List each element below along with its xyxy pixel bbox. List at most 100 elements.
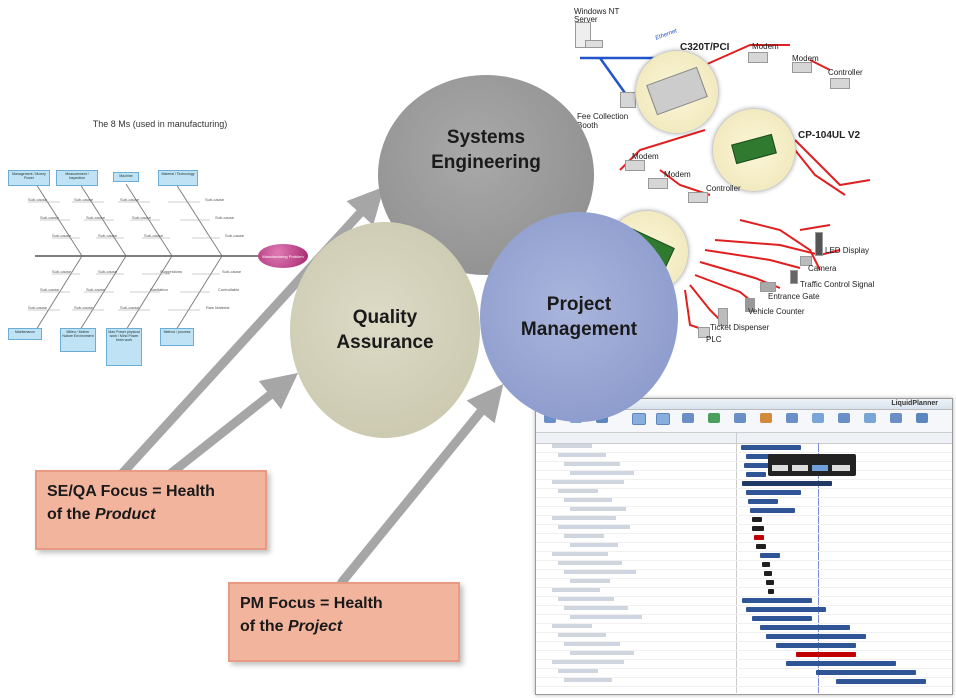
traffic-signal-label: Traffic Control Signal bbox=[800, 280, 875, 289]
gantt-bar[interactable] bbox=[750, 508, 795, 513]
ribbon-icon[interactable] bbox=[682, 413, 694, 423]
gantt-row[interactable] bbox=[536, 587, 952, 597]
gantt-row[interactable] bbox=[536, 470, 952, 480]
fishbone-cause: Sub-cause bbox=[120, 305, 140, 310]
fishbone-category-top-2: Measurement / Inspection bbox=[56, 170, 98, 186]
server-label-1: Windows NT bbox=[574, 7, 620, 16]
gantt-bar[interactable] bbox=[760, 553, 780, 558]
ribbon-icon[interactable] bbox=[632, 413, 646, 425]
gantt-row[interactable] bbox=[536, 551, 952, 561]
gantt-row-label bbox=[552, 660, 624, 664]
fishbone-cause: Sub-cause bbox=[86, 215, 106, 220]
ribbon-icon[interactable] bbox=[760, 413, 772, 423]
fishbone-category-bottom-1: Maintenance bbox=[8, 328, 42, 340]
gantt-row[interactable] bbox=[536, 677, 952, 687]
fishbone-cause: Sub-cause bbox=[225, 233, 245, 238]
gantt-bar[interactable] bbox=[742, 598, 812, 603]
gantt-row[interactable] bbox=[536, 452, 952, 462]
gantt-row[interactable] bbox=[536, 596, 952, 606]
ribbon-icon[interactable] bbox=[544, 413, 556, 423]
gantt-row[interactable] bbox=[536, 569, 952, 579]
ribbon-icon[interactable] bbox=[656, 413, 670, 425]
ribbon-icon[interactable] bbox=[708, 413, 720, 423]
gantt-bar[interactable] bbox=[746, 607, 826, 612]
gantt-row-label bbox=[558, 669, 598, 673]
gantt-row[interactable] bbox=[536, 623, 952, 633]
ribbon-icon[interactable] bbox=[786, 413, 798, 423]
gantt-row[interactable] bbox=[536, 668, 952, 678]
gantt-titlebar bbox=[536, 399, 952, 410]
gantt-bar[interactable] bbox=[746, 454, 786, 459]
gantt-row[interactable] bbox=[536, 515, 952, 525]
gantt-row[interactable] bbox=[536, 578, 952, 588]
gantt-row[interactable] bbox=[536, 506, 952, 516]
fishbone-cause: Sub-cause bbox=[40, 215, 60, 220]
ribbon-icon[interactable] bbox=[838, 413, 850, 423]
fishbone-cause: Sanitation bbox=[150, 287, 168, 292]
gantt-divider bbox=[736, 433, 737, 693]
gantt-bar[interactable] bbox=[760, 625, 850, 630]
gantt-bar[interactable] bbox=[776, 643, 856, 648]
entrance-gate-label: Entrance Gate bbox=[768, 292, 820, 301]
se-line-1: Systems bbox=[446, 127, 526, 148]
gantt-row[interactable] bbox=[536, 479, 952, 489]
gantt-row-label bbox=[564, 642, 620, 646]
gantt-row-label bbox=[558, 453, 606, 457]
gantt-row[interactable] bbox=[536, 605, 952, 615]
vehicle-counter-icon bbox=[745, 298, 755, 312]
gantt-bar[interactable] bbox=[762, 562, 770, 567]
gantt-zoom-popup[interactable] bbox=[768, 454, 856, 476]
gantt-bar[interactable] bbox=[796, 652, 856, 657]
gantt-bar[interactable] bbox=[766, 580, 774, 585]
gantt-rows bbox=[536, 443, 952, 693]
se-qa-focus-prefix: of the bbox=[47, 506, 95, 523]
gantt-bar[interactable] bbox=[748, 499, 778, 504]
gantt-bar[interactable] bbox=[786, 661, 896, 666]
gantt-bar[interactable] bbox=[742, 481, 832, 486]
fishbone-cause: Raw Material bbox=[206, 305, 230, 310]
arrow-to-qa bbox=[160, 372, 299, 483]
ribbon-icon[interactable] bbox=[864, 413, 876, 423]
gantt-bar[interactable] bbox=[752, 526, 764, 531]
gantt-bar[interactable] bbox=[836, 679, 926, 684]
ribbon-icon[interactable] bbox=[916, 413, 928, 423]
qa-line-1: Quality bbox=[352, 307, 418, 328]
ribbon-icon[interactable] bbox=[812, 413, 824, 423]
project-management-circle: Project Management bbox=[480, 212, 678, 422]
gantt-row[interactable] bbox=[536, 461, 952, 471]
modem-label: Modem bbox=[632, 152, 659, 161]
gantt-bar[interactable] bbox=[754, 535, 764, 540]
gantt-bar[interactable] bbox=[744, 463, 774, 468]
gantt-bar[interactable] bbox=[746, 472, 766, 477]
ribbon-icon[interactable] bbox=[890, 413, 902, 423]
gantt-row[interactable] bbox=[536, 632, 952, 642]
gantt-row[interactable] bbox=[536, 497, 952, 507]
gantt-row-label bbox=[570, 651, 634, 655]
gantt-bar[interactable] bbox=[752, 616, 812, 621]
gantt-bar[interactable] bbox=[752, 517, 762, 522]
gantt-row-label bbox=[558, 633, 606, 637]
gantt-row[interactable] bbox=[536, 488, 952, 498]
gantt-row[interactable] bbox=[536, 560, 952, 570]
gantt-bar[interactable] bbox=[741, 445, 801, 450]
fishbone-cause: Sub-cause bbox=[52, 233, 72, 238]
gantt-row[interactable] bbox=[536, 524, 952, 534]
gantt-row[interactable] bbox=[536, 614, 952, 624]
gantt-column-header bbox=[536, 433, 952, 444]
gantt-bar[interactable] bbox=[766, 634, 866, 639]
fishbone-category-bottom-4: Method / process bbox=[160, 328, 194, 346]
gantt-bar[interactable] bbox=[768, 589, 774, 594]
gantt-bar[interactable] bbox=[756, 544, 766, 549]
gantt-bar[interactable] bbox=[816, 670, 916, 675]
gantt-row[interactable] bbox=[536, 443, 952, 453]
gantt-bar[interactable] bbox=[764, 571, 772, 576]
gantt-row[interactable] bbox=[536, 542, 952, 552]
gantt-row[interactable] bbox=[536, 650, 952, 660]
gantt-row-label bbox=[564, 534, 604, 538]
gantt-row[interactable] bbox=[536, 659, 952, 669]
gantt-row[interactable] bbox=[536, 533, 952, 543]
ribbon-icon[interactable] bbox=[734, 413, 746, 423]
gantt-row[interactable] bbox=[536, 641, 952, 651]
fishbone-category-top-4: Material / Technology bbox=[158, 170, 198, 186]
gantt-bar[interactable] bbox=[746, 490, 801, 495]
